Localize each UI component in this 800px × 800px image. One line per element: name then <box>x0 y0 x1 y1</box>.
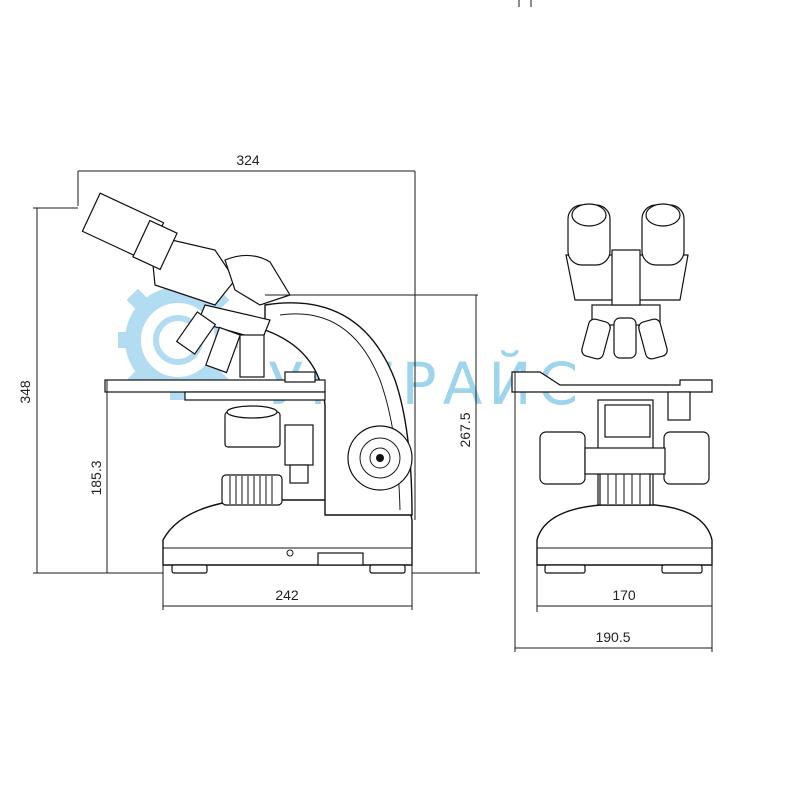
dimension-label-190-5: 190.5 <box>595 629 630 645</box>
dimension-label-348: 348 <box>17 380 33 404</box>
dimension-label-170: 170 <box>612 587 636 603</box>
dimension-324: 324 <box>77 152 416 520</box>
dimension-label-267-5: 267.5 <box>457 412 473 447</box>
dimension-190-5: 190.5 <box>514 372 713 652</box>
dimension-label-324: 324 <box>236 152 260 168</box>
side-view-microscope <box>81 192 413 574</box>
dimension-267-5: 267.5 <box>265 294 480 574</box>
dimension-185-3: 185.3 <box>88 380 108 573</box>
dimension-170: 170 <box>536 545 713 612</box>
front-view-microscope <box>511 203 713 574</box>
dimension-348: 348 <box>17 207 163 574</box>
top-tick-mark <box>518 0 532 7</box>
dimension-242: 242 <box>162 545 413 610</box>
dimension-label-242: 242 <box>275 587 299 603</box>
dimension-label-185-3: 185.3 <box>88 460 104 495</box>
